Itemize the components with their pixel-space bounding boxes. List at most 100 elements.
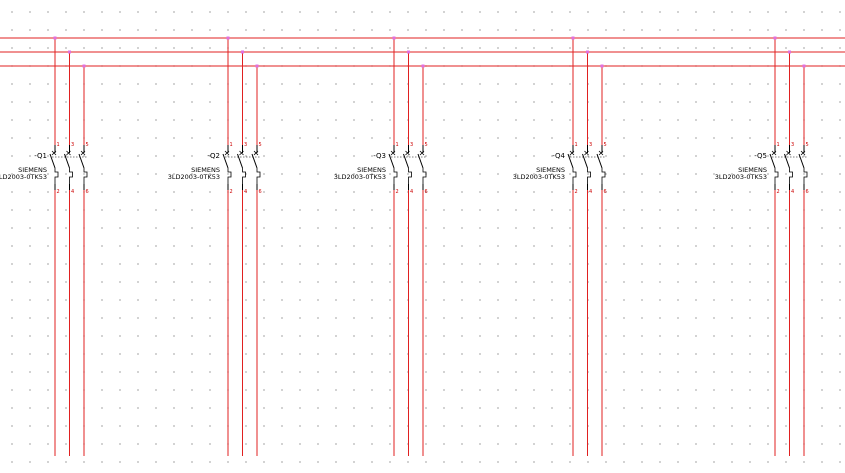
thermal-element [242, 168, 246, 184]
junction-node[interactable] [226, 36, 230, 40]
pin-label-top: 3 [410, 142, 413, 148]
contact-blade [403, 153, 409, 169]
thermal-element [54, 168, 59, 184]
junction-node[interactable] [421, 64, 425, 68]
pin-label-top: 1 [396, 142, 399, 148]
pin-label-bottom: 4 [791, 189, 794, 195]
contact-x-mark [390, 150, 396, 156]
pin-label-top: 5 [806, 142, 809, 148]
pin-label-top: 3 [71, 142, 74, 148]
part-number-label: 3LD2003-0TK53 [334, 173, 386, 181]
contact-blade [784, 153, 790, 169]
contact-x-mark [66, 150, 71, 156]
junction-node[interactable] [53, 36, 57, 40]
pin-label-bottom: 4 [589, 189, 592, 195]
thermal-element [789, 168, 793, 184]
pin-label-bottom: 4 [410, 189, 413, 195]
part-number-label: 3LD2003-0TK53 [168, 173, 220, 181]
pin-label-top: 1 [230, 142, 233, 148]
thermal-element [422, 168, 427, 184]
pin-label-top: 3 [589, 142, 592, 148]
junction-node[interactable] [773, 36, 777, 40]
pin-label-bottom: 2 [396, 189, 399, 195]
pin-label-bottom: 6 [425, 189, 428, 195]
thermal-element [774, 168, 779, 184]
contact-blade [596, 153, 603, 169]
pin-label-bottom: 2 [57, 189, 60, 195]
contact-x-mark [786, 150, 791, 156]
pin-label-top: 3 [791, 142, 794, 148]
thermal-element [227, 168, 232, 184]
pin-label-bottom: 4 [244, 189, 247, 195]
contact-blade [222, 153, 229, 169]
breaker-tag[interactable]: -Q5 [754, 152, 767, 160]
manufacturer-label: SIEMENS [536, 166, 565, 174]
manufacturer-label: SIEMENS [738, 166, 767, 174]
junction-node[interactable] [600, 64, 604, 68]
breaker-group: 123456-Q1SIEMENS3LD2003-0TK53123456-Q2SI… [0, 36, 809, 457]
contact-blade [251, 153, 258, 169]
thermal-element [408, 168, 412, 184]
contact-blade [237, 153, 243, 169]
pin-label-bottom: 6 [806, 189, 809, 195]
pin-label-bottom: 6 [86, 189, 89, 195]
manufacturer-label: SIEMENS [191, 166, 220, 174]
contact-x-mark [239, 150, 244, 156]
thermal-element [587, 168, 591, 184]
breaker-tag[interactable]: -Q2 [207, 152, 220, 160]
thermal-element [256, 168, 261, 184]
contact-x-mark [224, 150, 230, 156]
breaker-tag[interactable]: -Q1 [34, 152, 47, 160]
junction-node[interactable] [788, 50, 791, 54]
pin-label-top: 5 [259, 142, 262, 148]
contact-x-mark [771, 150, 777, 156]
contact-x-mark [405, 150, 410, 156]
supply-busbars [0, 37, 845, 67]
pin-label-bottom: 2 [777, 189, 780, 195]
junction-node[interactable] [586, 50, 589, 54]
junction-node[interactable] [407, 50, 410, 54]
contact-blade [49, 153, 56, 169]
contact-x-mark [80, 150, 86, 156]
contact-blade [567, 153, 574, 169]
contact-x-mark [253, 150, 259, 156]
contact-blade [78, 153, 85, 169]
part-number-label: 3LD2003-0TK53 [715, 173, 767, 181]
part-number-label: 3LD2003-0TK53 [0, 173, 47, 181]
contact-blade [388, 153, 395, 169]
pin-label-top: 5 [425, 142, 428, 148]
pin-label-top: 1 [575, 142, 578, 148]
manufacturer-label: SIEMENS [18, 166, 47, 174]
thermal-element [572, 168, 577, 184]
pin-label-top: 1 [777, 142, 780, 148]
pin-label-bottom: 4 [71, 189, 74, 195]
thermal-element [393, 168, 398, 184]
junction-node[interactable] [241, 50, 244, 54]
contact-blade [64, 153, 70, 169]
junction-node[interactable] [571, 36, 575, 40]
pin-label-top: 5 [604, 142, 607, 148]
thermal-element [83, 168, 88, 184]
contact-blade [582, 153, 588, 169]
thermal-element [601, 168, 606, 184]
contact-x-mark [51, 150, 57, 156]
manufacturer-label: SIEMENS [357, 166, 386, 174]
junction-node[interactable] [802, 64, 806, 68]
pin-label-top: 5 [86, 142, 89, 148]
junction-node[interactable] [68, 50, 71, 54]
thermal-element [803, 168, 808, 184]
pin-label-bottom: 2 [230, 189, 233, 195]
breaker-tag[interactable]: -Q3 [373, 152, 386, 160]
pin-label-bottom: 2 [575, 189, 578, 195]
junction-node[interactable] [392, 36, 396, 40]
thermal-element [69, 168, 73, 184]
junction-node[interactable] [255, 64, 259, 68]
junction-node[interactable] [82, 64, 86, 68]
breaker-tag[interactable]: -Q4 [552, 152, 565, 160]
